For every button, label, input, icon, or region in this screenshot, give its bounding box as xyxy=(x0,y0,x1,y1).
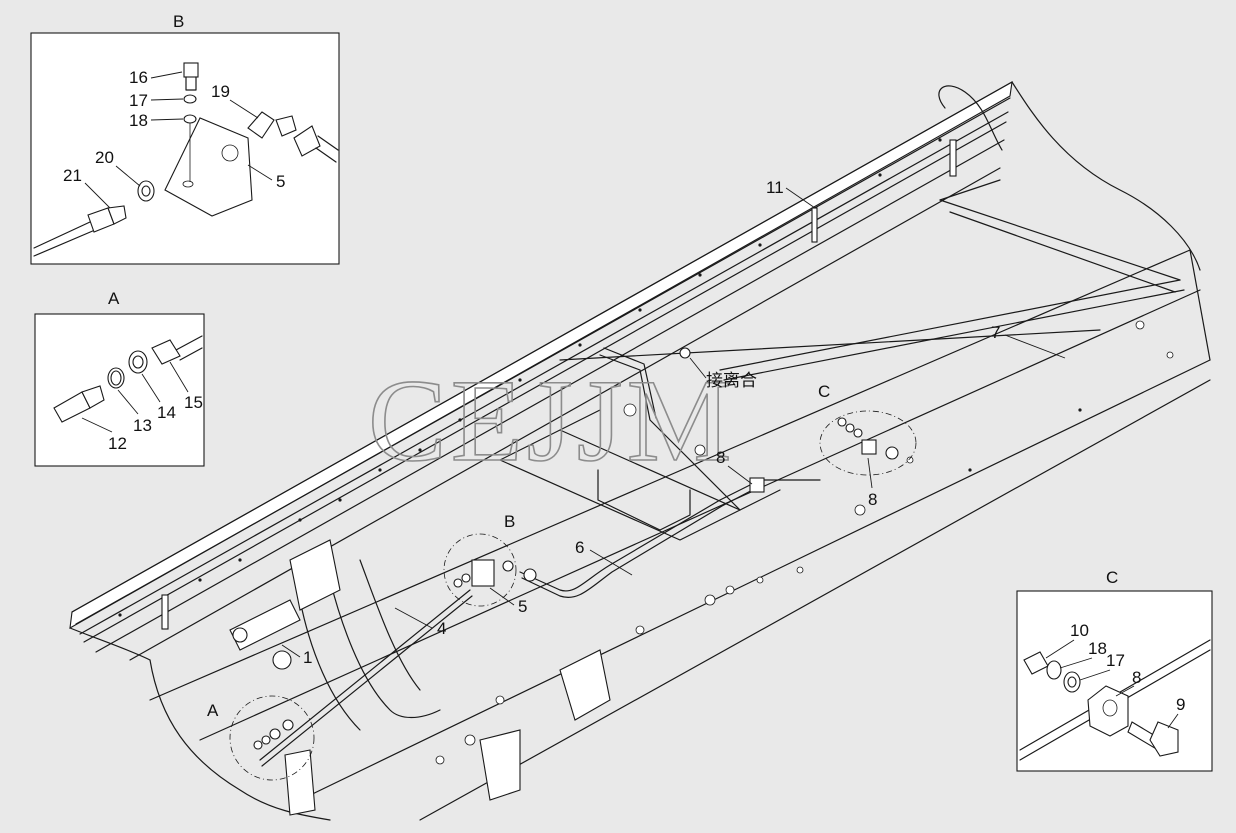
label-8b: 8 xyxy=(868,490,877,509)
chassis-frame xyxy=(69,80,1211,821)
part-13: 13 xyxy=(133,416,152,435)
part-18-c: 18 xyxy=(1088,639,1107,658)
label-B: B xyxy=(504,512,515,531)
part-20: 20 xyxy=(95,148,114,167)
label-C: C xyxy=(818,382,830,401)
part-17-c: 17 xyxy=(1106,651,1125,670)
label-8a: 8 xyxy=(716,448,725,467)
rail-holes xyxy=(118,138,1174,765)
detail-circle-A xyxy=(229,695,315,781)
label-6: 6 xyxy=(575,538,584,557)
part-21: 21 xyxy=(63,166,82,185)
detail-circle-B xyxy=(443,533,517,607)
detail-box-A: A 12 13 14 15 xyxy=(34,289,205,467)
label-clutch: 接离合 xyxy=(706,371,757,391)
detail-box-B: B 16 17 18 19 2 xyxy=(30,12,340,265)
part-16: 16 xyxy=(129,68,148,87)
detail-A-title: A xyxy=(108,289,120,308)
part-9: 9 xyxy=(1176,695,1185,714)
main-labels: 1 4 5 6 7 8 8 11 A B C 接离合 xyxy=(207,178,1066,720)
part-12: 12 xyxy=(108,434,127,453)
label-7: 7 xyxy=(991,323,1000,342)
part-15: 15 xyxy=(184,393,203,412)
watermark: CEJJM xyxy=(368,355,736,486)
label-11: 11 xyxy=(766,178,784,197)
part-14: 14 xyxy=(157,403,176,422)
label-5: 5 xyxy=(518,597,527,616)
part-18: 18 xyxy=(129,111,148,130)
detail-circle-C xyxy=(819,410,917,476)
detail-B-title: B xyxy=(173,12,184,31)
part-19: 19 xyxy=(211,82,230,101)
part-17: 17 xyxy=(129,91,148,110)
part-8-c: 8 xyxy=(1132,668,1141,687)
label-1: 1 xyxy=(303,648,312,667)
part-10: 10 xyxy=(1070,621,1089,640)
detail-box-C: C 10 18 17 8 9 xyxy=(1016,568,1213,772)
detail-C-title: C xyxy=(1106,568,1118,587)
label-A: A xyxy=(207,701,219,720)
part-5: 5 xyxy=(276,172,285,191)
label-4: 4 xyxy=(437,619,446,638)
